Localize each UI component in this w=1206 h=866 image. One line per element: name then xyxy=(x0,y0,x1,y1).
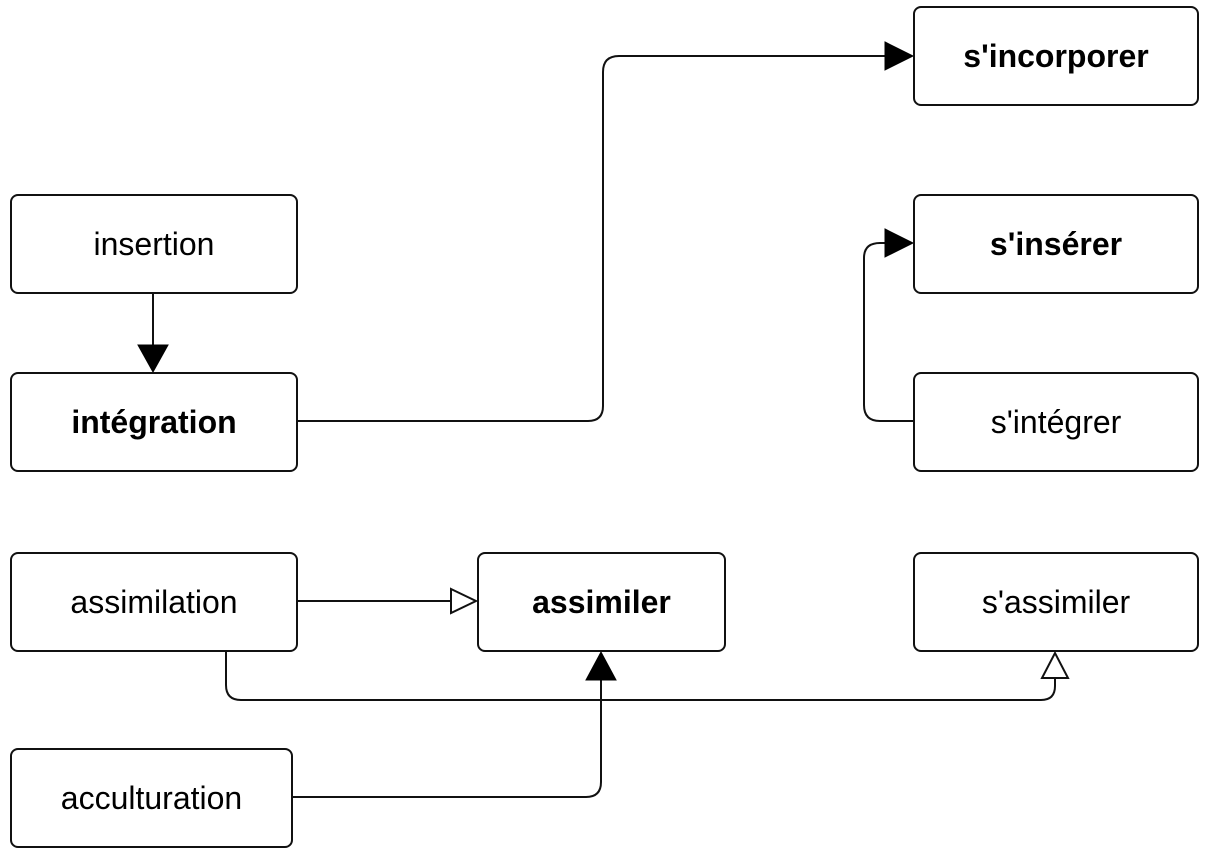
node-label: s'assimiler xyxy=(981,583,1131,620)
filled-arrowhead-icon xyxy=(585,650,617,681)
node-label: acculturation xyxy=(60,779,243,816)
edge-sintegrer-to-sinserer xyxy=(863,228,915,422)
node-assimilation: assimilation xyxy=(10,552,298,652)
node-sinserer: s'insérer xyxy=(913,194,1199,294)
node-insertion: insertion xyxy=(10,194,298,294)
node-label: assimilation xyxy=(70,583,238,620)
edge-integration-to-sincorporer xyxy=(298,41,915,422)
edge-acculturation-to-assimiler xyxy=(293,650,617,798)
node-label: intégration xyxy=(71,403,237,440)
node-label: insertion xyxy=(93,225,215,262)
edge-insertion-to-integration xyxy=(137,294,169,374)
node-acculturation: acculturation xyxy=(10,748,293,848)
hollow-arrowhead-icon xyxy=(450,587,479,615)
node-label: s'intégrer xyxy=(990,403,1122,440)
filled-arrowhead-icon xyxy=(137,344,169,374)
node-sincorporer: s'incorporer xyxy=(913,6,1199,106)
node-label: s'insérer xyxy=(989,225,1123,262)
node-integration: intégration xyxy=(10,372,298,472)
node-sintegrer: s'intégrer xyxy=(913,372,1199,472)
edge-assimilation-to-assimiler xyxy=(298,587,479,615)
node-label: s'incorporer xyxy=(963,37,1149,74)
edge-assimilation-to-sassimiler xyxy=(225,650,1070,701)
node-assimiler: assimiler xyxy=(477,552,726,652)
node-sassimiler: s'assimiler xyxy=(913,552,1199,652)
hollow-arrowhead-icon xyxy=(1040,650,1070,679)
node-label: assimiler xyxy=(532,583,671,620)
filled-arrowhead-icon xyxy=(884,228,915,258)
filled-arrowhead-icon xyxy=(884,41,915,71)
